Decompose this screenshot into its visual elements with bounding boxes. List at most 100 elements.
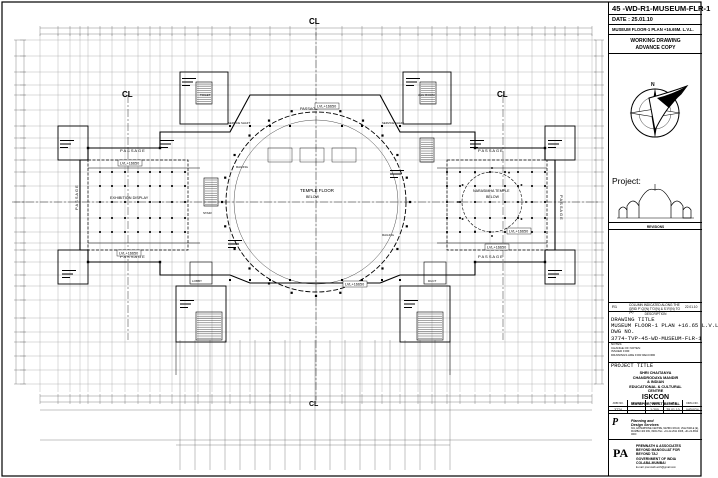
label-service-l: SERVICE SHAFT [228, 121, 250, 125]
column [341, 125, 343, 127]
client-line: SHRI CHAITANYA [639, 371, 672, 375]
table-cell: JOB NO.3774 [609, 400, 628, 414]
column [111, 217, 113, 219]
revision-date: 22.01.10 [685, 305, 698, 309]
annotation-mark [390, 173, 401, 175]
temple-elevation-icon [617, 184, 694, 219]
client-line: EDUCATIONAL & CULTURAL [629, 384, 682, 389]
column [149, 201, 151, 203]
annotation-mark [160, 147, 168, 148]
lvl-tag-right: LVL+16650 [509, 230, 528, 234]
column [184, 231, 186, 233]
column [381, 279, 383, 281]
column [248, 267, 251, 270]
note-line: ISSUED FOR: [611, 349, 631, 354]
lvl-tag-bottom-left: LVL+16650 [119, 252, 138, 256]
column [508, 171, 510, 174]
label-passage-br: P A S S A G E [478, 254, 503, 259]
column [86, 146, 90, 150]
column [504, 185, 506, 187]
column [159, 171, 161, 173]
column [158, 260, 162, 264]
column [396, 153, 399, 157]
label-duct: DUCT [428, 279, 436, 283]
column [520, 184, 523, 186]
annotation-mark [404, 300, 418, 301]
column [446, 217, 448, 219]
column [290, 110, 293, 113]
status-advance-copy: ADVANCE COPY [635, 45, 676, 51]
column [459, 171, 461, 173]
column [491, 235, 493, 237]
column [184, 217, 186, 219]
column [339, 291, 342, 294]
column [224, 176, 227, 179]
annotation-mark [60, 140, 74, 141]
label-cl-top: CL [309, 17, 320, 26]
label-cl-left: CL [122, 90, 133, 99]
annotation-mark [406, 85, 414, 86]
sheet-border [1, 1, 702, 477]
column [517, 185, 519, 187]
revision-number: R1 [612, 304, 618, 309]
column [396, 247, 399, 251]
column [289, 125, 291, 127]
column [99, 171, 101, 173]
dwg-no-label: DWG NO. [611, 328, 635, 336]
label-passage-bl: P A S S A G E [120, 254, 145, 259]
column [489, 231, 491, 233]
annotation-mark [228, 240, 242, 241]
column [159, 231, 161, 233]
column [159, 217, 161, 219]
column [149, 185, 151, 187]
north-arrow: N [609, 68, 702, 158]
architect-block: PA PREMNATH & ASSOCIATES BEYOND MANGOLIA… [609, 440, 702, 476]
column [399, 279, 401, 281]
column [381, 134, 384, 137]
column [361, 279, 363, 281]
column [381, 125, 383, 127]
client-location: MAYAPUR, WEST BENGAL [631, 401, 680, 406]
label-passage-right: P A S S A G E [478, 148, 503, 153]
label-temple-floor: TEMPLE FLOOR [300, 188, 334, 193]
consultant-logo-icon: P [612, 417, 619, 428]
column [269, 279, 271, 281]
consultant-address: 301, ENTERPRISE CENTRE, NEHRU ROAD, VILE… [631, 427, 699, 436]
annotation-mark [62, 273, 73, 275]
column [137, 171, 139, 173]
label-stair: STAIR [203, 211, 212, 215]
column [124, 185, 126, 187]
column [504, 217, 506, 219]
annotation-mark [470, 147, 478, 148]
client-line: & INDIAN [647, 380, 664, 385]
north-arrow-icon: N [629, 82, 689, 138]
column [446, 171, 448, 173]
revisions-header: REVISIONS [609, 222, 702, 230]
plan-walls [57, 71, 576, 375]
column [341, 279, 343, 281]
drawing-title-label: DRAWING TITLE [611, 316, 655, 323]
column [544, 231, 546, 233]
label-passage-left: P A S S A G E [120, 148, 145, 153]
project-title-label: PROJECT TITLE [611, 363, 654, 369]
revision-note: COLUMN INDICATED ALONG THE GRID P'.Q'(N)… [629, 303, 680, 314]
column [399, 125, 401, 127]
annotation-mark [180, 303, 191, 305]
column [504, 171, 506, 173]
annotation-mark [62, 270, 76, 271]
column [489, 217, 491, 219]
column [446, 231, 448, 233]
annotation-mark [470, 140, 484, 141]
annotation-mark [404, 303, 415, 305]
lvl-tag-center: LVL+16650 [345, 283, 364, 287]
column [457, 201, 459, 203]
column [184, 185, 186, 187]
annotation-mark [62, 277, 70, 278]
label-lobby: LOBBY [192, 279, 202, 283]
column [99, 217, 101, 219]
label-narasimha-below: BELOW [486, 195, 500, 199]
